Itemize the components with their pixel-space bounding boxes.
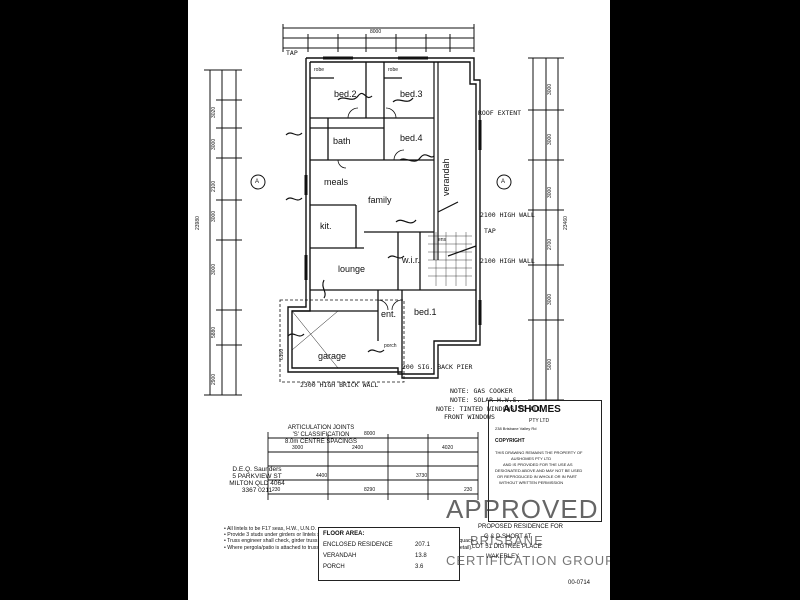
room-verandah-label: verandah	[441, 158, 451, 196]
dim-bottom-total: 8000	[364, 431, 376, 437]
dim-bottom-r3-0: 230	[272, 487, 281, 493]
job-number: 00-0714	[568, 580, 591, 586]
dim-left-4: 3000	[211, 263, 217, 275]
note-tap-2: TAP	[286, 49, 298, 57]
room-entry-label: ent.	[381, 309, 397, 319]
approval-stamp-area: PROPOSED RESIDENCE FOR G & D SHORT AT LO…	[444, 494, 610, 598]
dim-left-5: 5880	[211, 326, 217, 338]
floor-area-enclosed-value: 207.1	[415, 542, 431, 548]
plan-sheet: bed.2 bed.3 robe robe bath bed.4 meals f…	[188, 0, 610, 600]
dim-bottom-r1-2: 4020	[442, 445, 454, 451]
room-garage-label: garage	[318, 351, 347, 361]
builder-suffix: PTY LTD	[529, 418, 550, 424]
note-high-wall-1: 2100 HIGH WALL	[480, 211, 535, 219]
stamp-group: CERTIFICATION GROUP	[446, 553, 610, 568]
note-brick-wall: 2300 HIGH BRICK WALL	[300, 381, 379, 389]
structural-note-2: • Provide 3 studs under girders or linte…	[224, 532, 385, 539]
floor-area-table: FLOOR AREA: ENCLOSED RESIDENCE 207.1 VER…	[318, 527, 460, 581]
engineer-name: D.E.Q. Saunders	[232, 466, 282, 473]
room-bed2-label: bed.2	[334, 89, 357, 99]
dim-right-1: 3000	[547, 133, 553, 145]
section-marker-left: A	[255, 179, 260, 185]
engineer-phone: 3367 0211	[241, 487, 273, 495]
dim-left-2: 2100	[211, 180, 217, 192]
dim-bottom-r3-1: 8290	[364, 487, 376, 493]
room-bed3-label: bed.3	[400, 89, 423, 99]
room-robe-label-1: robe	[314, 67, 325, 73]
dim-overall-left: 23980	[195, 216, 201, 230]
client-lot: LOT 51 DIGTREE PLACE	[472, 544, 542, 550]
room-robe-label-2: robe	[388, 67, 399, 73]
floor-area-verandah-label: VERANDAH	[323, 553, 357, 559]
floor-plan-drawing	[204, 24, 564, 500]
client-suburb: WAKERLEY	[486, 554, 520, 560]
builder-name: AUSHOMES	[503, 404, 561, 415]
dim-right-0: 3000	[547, 83, 553, 95]
dim-bottom-r1-1: 2400	[352, 445, 364, 451]
floor-area-enclosed-label: ENCLOSED RESIDENCE	[323, 542, 393, 548]
client-proposed: PROPOSED RESIDENCE FOR	[478, 524, 564, 530]
client-name: G & D SHORT AT	[484, 534, 532, 540]
dim-overall-right: 23460	[563, 216, 569, 230]
articulation-line-3: 8.0m CENTRE SPACINGS	[285, 438, 357, 445]
floor-area-porch-value: 3.6	[415, 564, 424, 570]
dim-left-0: 3020	[211, 106, 217, 118]
copyright-line-3: AND IS PROVIDED FOR THE USE AS	[503, 462, 573, 467]
dim-overall-top: 8000	[370, 29, 382, 35]
dim-bottom-r2-0: 4400	[316, 473, 328, 479]
dim-right-5: 5000	[547, 358, 553, 370]
dim-right-3: 2700	[547, 238, 553, 250]
engineer-street: 5 PARKVIEW ST	[232, 473, 282, 481]
room-bed4-label: bed.4	[400, 133, 423, 143]
structural-note-1: • All lintels to be F17 seas, H.W., U.N.…	[224, 526, 317, 532]
room-porch-label: porch	[384, 343, 397, 349]
dim-bottom-r1-0: 3000	[292, 445, 304, 451]
articulation-line-2: 'S' CLASSIFICATION	[292, 431, 350, 438]
engineer-details: D.E.Q. Saunders 5 PARKVIEW ST MILTON QLD…	[218, 466, 296, 495]
note-back-pier: 200 SIG. BACK PIER	[402, 363, 473, 371]
note-front-windows: FRONT WINDOWS	[444, 413, 495, 421]
room-ensuite-label: ens	[438, 237, 447, 243]
engineer-suburb: MILTON QLD 4064	[229, 480, 285, 488]
copyright-line-1: THIS DRAWING REMAINS THE PROPERTY OF	[495, 450, 583, 455]
floor-area-verandah-value: 13.8	[415, 553, 427, 559]
dim-bottom-r3-2: 230	[464, 487, 473, 493]
copyright-line-4: DESIGNATED ABOVE AND MAY NOT BE USED	[495, 468, 583, 473]
note-roof-extent: ROOF EXTENT	[478, 109, 522, 117]
dim-left-6: 2900	[211, 373, 217, 385]
room-family-label: family	[368, 195, 392, 205]
note-gas-cooker: NOTE: GAS COOKER	[450, 387, 513, 395]
dim-left-3: 3000	[211, 210, 217, 222]
note-solar-hws: NOTE: SOLAR H.W.S.	[450, 396, 521, 404]
dim-bottom-r2-1: 3730	[416, 473, 428, 479]
room-bed1-label: bed.1	[414, 307, 437, 317]
room-meals-label: meals	[324, 177, 349, 187]
dim-right-4: 3000	[547, 293, 553, 305]
articulation-line-1: ARTICULATION JOINTS	[287, 425, 355, 431]
builder-title-block: AUSHOMES PTY LTD 238 Brisbane Valley Rd …	[488, 400, 602, 522]
section-marker-right: A	[501, 179, 506, 185]
approved-stamp: APPROVED	[446, 494, 599, 524]
floor-area-title: FLOOR AREA:	[323, 531, 365, 537]
copyright-line-2: AUSHOMES PTY LTD	[511, 456, 552, 461]
room-kitchen-label: kit.	[320, 221, 332, 231]
articulation-joints-note: ARTICULATION JOINTS 'S' CLASSIFICATION 8…	[216, 425, 426, 446]
room-bath-label: bath	[333, 136, 351, 146]
dim-garage-depth: 6160	[279, 348, 285, 360]
builder-address: 238 Brisbane Valley Rd	[495, 426, 537, 431]
dim-left-1: 3000	[211, 138, 217, 150]
room-lounge-label: lounge	[338, 264, 366, 274]
note-high-wall-2: 2100 HIGH WALL	[480, 257, 535, 265]
room-wir-label: w.i.r.	[402, 255, 421, 265]
copyright-line-5: OR REPRODUCED IN WHOLE OR IN PART	[497, 474, 578, 479]
dim-right-2: 3000	[547, 186, 553, 198]
note-tap-1: TAP	[484, 227, 496, 235]
builder-copyright: COPYRIGHT	[495, 438, 525, 444]
stamp-city: BRISBANE	[470, 533, 544, 548]
copyright-line-6: WITHOUT WRITTEN PERMISSION	[499, 480, 564, 485]
floor-area-porch-label: PORCH	[323, 564, 345, 570]
